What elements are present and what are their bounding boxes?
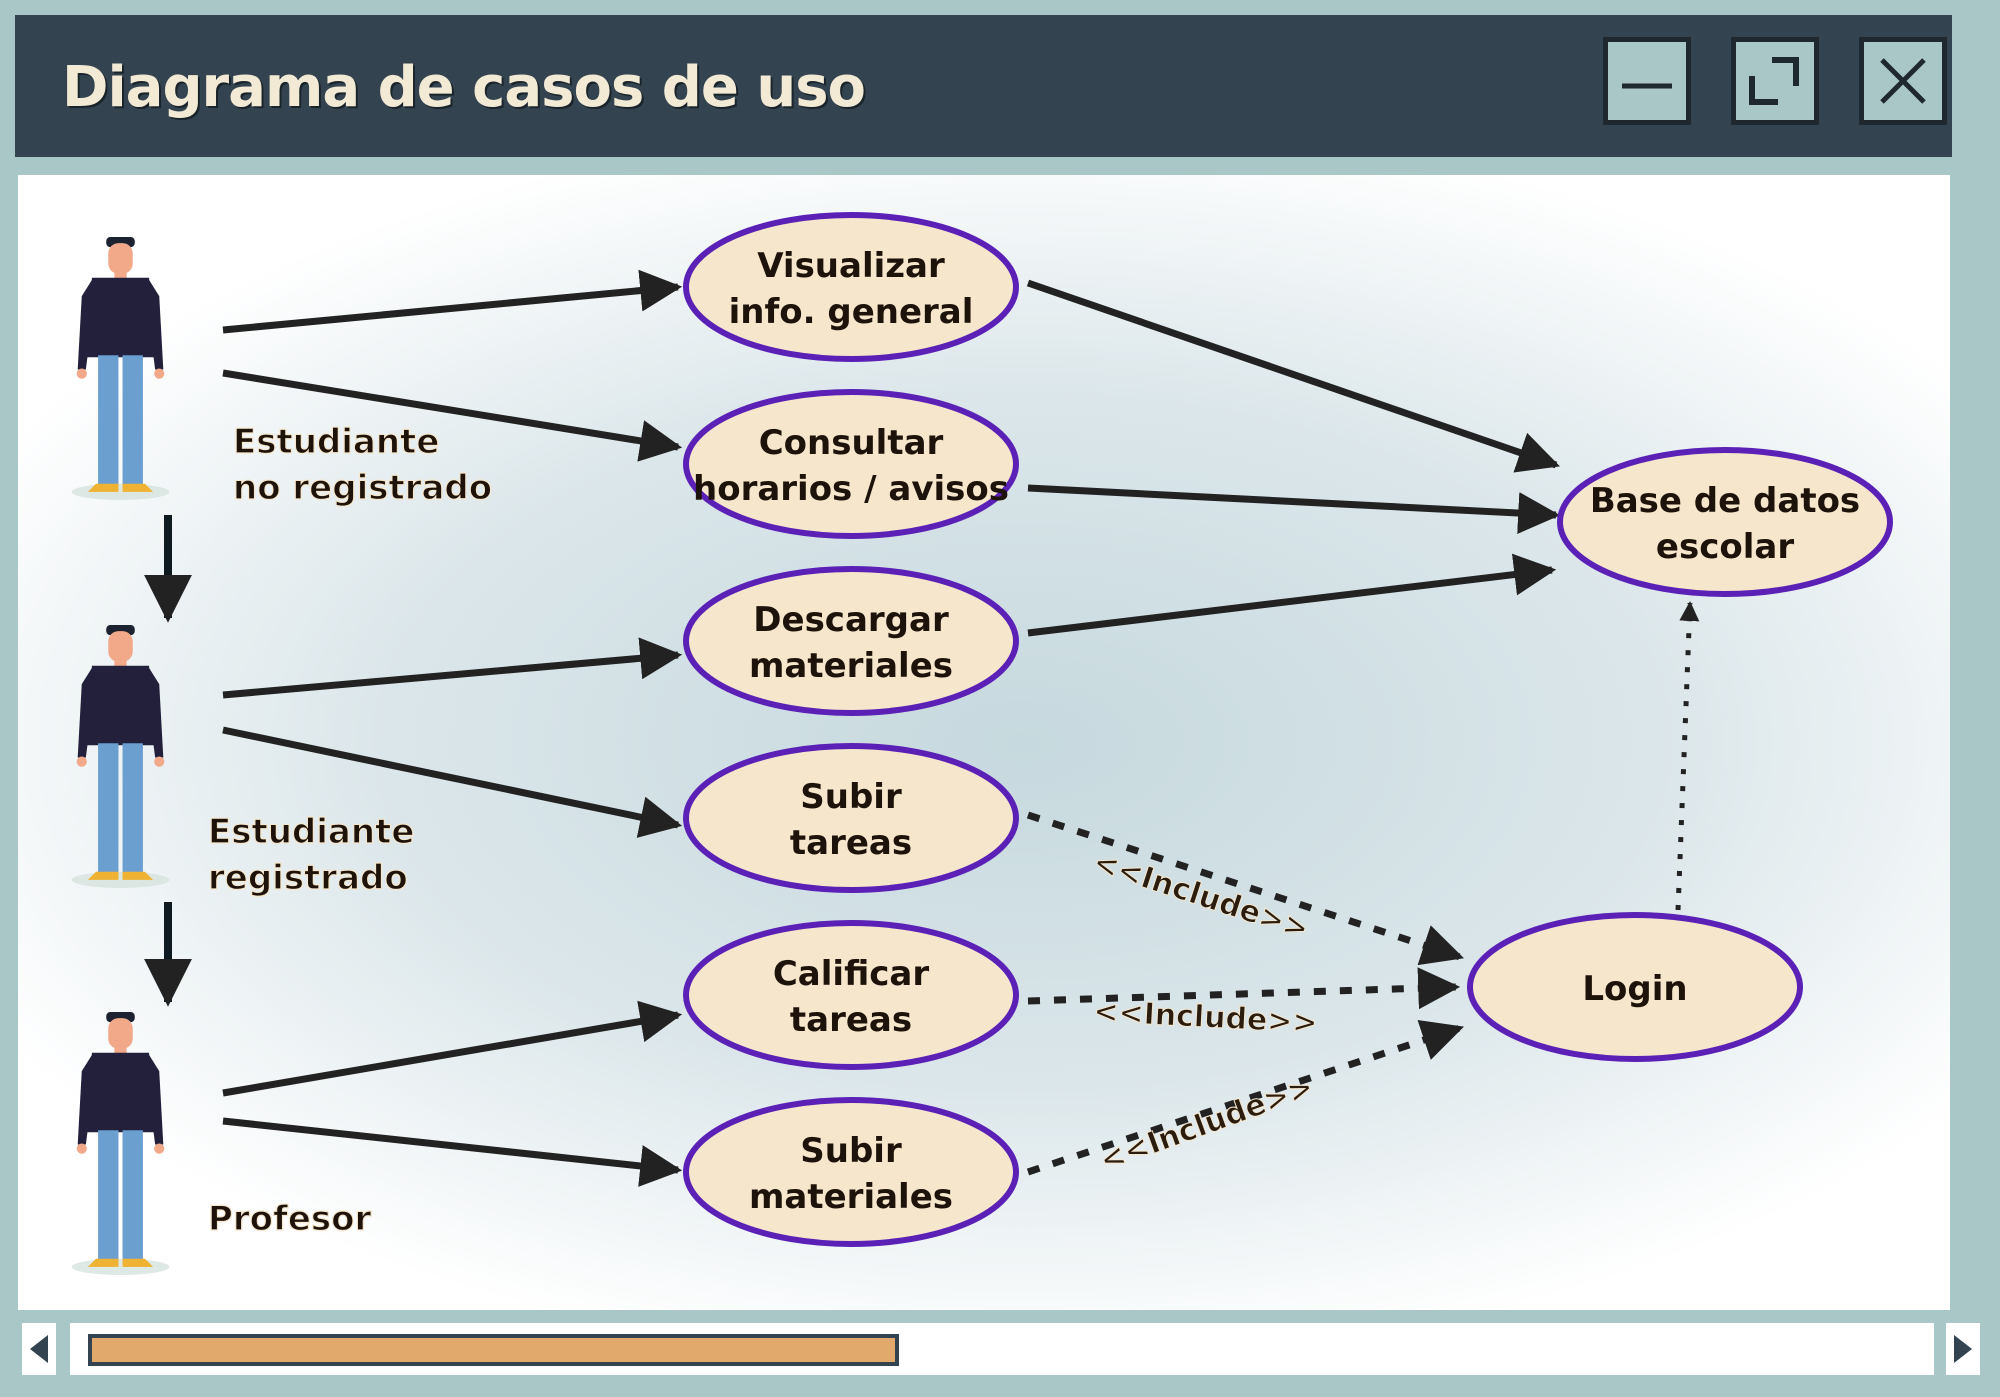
horizontal-scrollbar[interactable] xyxy=(22,1323,1980,1375)
use-case-label: Login xyxy=(1582,969,1687,1009)
use-case-ellipse xyxy=(683,743,1019,893)
title-bar[interactable]: Diagrama de casos de uso xyxy=(15,15,1952,157)
use-case-u3[interactable]: Descargar materiales xyxy=(683,566,1019,716)
edge-a3-u5 xyxy=(222,1000,683,1097)
actor-label: Estudiante xyxy=(233,422,439,462)
minimize-button[interactable] xyxy=(1603,37,1691,125)
window-title: Diagrama de casos de uso xyxy=(62,55,866,120)
use-case-u8[interactable]: Login xyxy=(1467,912,1803,1062)
include-label: <<Include>> xyxy=(1093,994,1319,1041)
actor-a2[interactable]: Estudiante registrado xyxy=(71,625,415,899)
edge-u2-u7 xyxy=(1027,484,1561,535)
edge-labels-layer: <<Include>><<Include>><<Include>> xyxy=(1088,844,1319,1179)
use-case-label: tareas xyxy=(790,823,912,863)
use-case-u7[interactable]: Base de datos escolar xyxy=(1557,447,1893,597)
scroll-left-button[interactable] xyxy=(22,1323,56,1375)
edge-a1-u1 xyxy=(222,269,683,334)
use-case-label: materiales xyxy=(749,1177,953,1217)
use-case-u5[interactable]: Calificar tareas xyxy=(683,920,1019,1070)
edge-u1-u7 xyxy=(1026,279,1560,473)
actor-label: Estudiante xyxy=(208,812,414,852)
person-icon xyxy=(71,625,170,888)
person-icon xyxy=(71,237,170,500)
edge-a2-u4 xyxy=(222,726,683,838)
maximize-button[interactable] xyxy=(1731,37,1819,125)
close-icon xyxy=(1880,58,1926,104)
use-case-u4[interactable]: Subir tareas xyxy=(683,743,1019,893)
use-case-u1[interactable]: Visualizar info. general xyxy=(683,212,1019,362)
person-icon xyxy=(71,1012,170,1275)
diagram-canvas: <<Include>><<Include>><<Include>> Visual… xyxy=(18,175,1950,1310)
use-case-ellipse xyxy=(683,566,1019,716)
use-case-label: Subir xyxy=(800,777,902,817)
use-case-label: info. general xyxy=(729,292,974,332)
use-case-diagram: <<Include>><<Include>><<Include>> Visual… xyxy=(71,212,1893,1275)
arrow-left-icon xyxy=(30,1335,48,1363)
actor-label: no registrado xyxy=(233,468,492,508)
edges-layer xyxy=(144,269,1700,1187)
use-case-ellipse xyxy=(1557,447,1893,597)
scroll-right-button[interactable] xyxy=(1946,1323,1980,1375)
use-case-ellipse xyxy=(683,1097,1019,1247)
use-case-u6[interactable]: Subir materiales xyxy=(683,1097,1019,1247)
close-button[interactable] xyxy=(1859,37,1947,125)
use-case-ellipse xyxy=(683,920,1019,1070)
scroll-track[interactable] xyxy=(70,1323,1934,1375)
use-case-label: tareas xyxy=(790,1000,912,1040)
use-case-label: horarios / avisos xyxy=(693,469,1009,509)
edge-u3-u7 xyxy=(1027,553,1557,637)
actor-a1[interactable]: Estudiante no registrado xyxy=(71,237,493,509)
use-case-ellipse xyxy=(683,212,1019,362)
use-case-ellipse xyxy=(683,389,1019,539)
edge-a3-u6 xyxy=(222,1117,683,1187)
edge-a1-u2 xyxy=(222,369,683,462)
edge-a2-u3 xyxy=(222,637,683,699)
use-case-label: Descargar xyxy=(753,600,949,640)
minimize-icon xyxy=(1622,83,1672,89)
use-case-ellipse xyxy=(1467,912,1803,1062)
maximize-icon xyxy=(1749,57,1799,105)
include-label: <<Include>> xyxy=(1095,1069,1318,1179)
use-case-u2[interactable]: Consultar horarios / avisos xyxy=(683,389,1019,539)
edge-u8-u7 xyxy=(1675,601,1700,911)
edge-u5-u8 xyxy=(1027,967,1461,1010)
use-case-label: Subir xyxy=(800,1131,902,1171)
use-case-label: Visualizar xyxy=(757,246,945,286)
actor-label: Profesor xyxy=(208,1199,371,1239)
use-case-label: Calificar xyxy=(773,954,930,994)
actor-a3[interactable]: Profesor xyxy=(71,1012,372,1275)
use-case-label: materiales xyxy=(749,646,953,686)
use-case-label: Consultar xyxy=(759,423,944,463)
use-case-label: Base de datos xyxy=(1590,481,1860,521)
use-case-label: escolar xyxy=(1656,527,1794,567)
actor-label: registrado xyxy=(208,858,408,898)
scroll-thumb[interactable] xyxy=(88,1334,899,1366)
edge-u4-u8 xyxy=(1026,811,1464,966)
arrow-right-icon xyxy=(1954,1335,1972,1363)
